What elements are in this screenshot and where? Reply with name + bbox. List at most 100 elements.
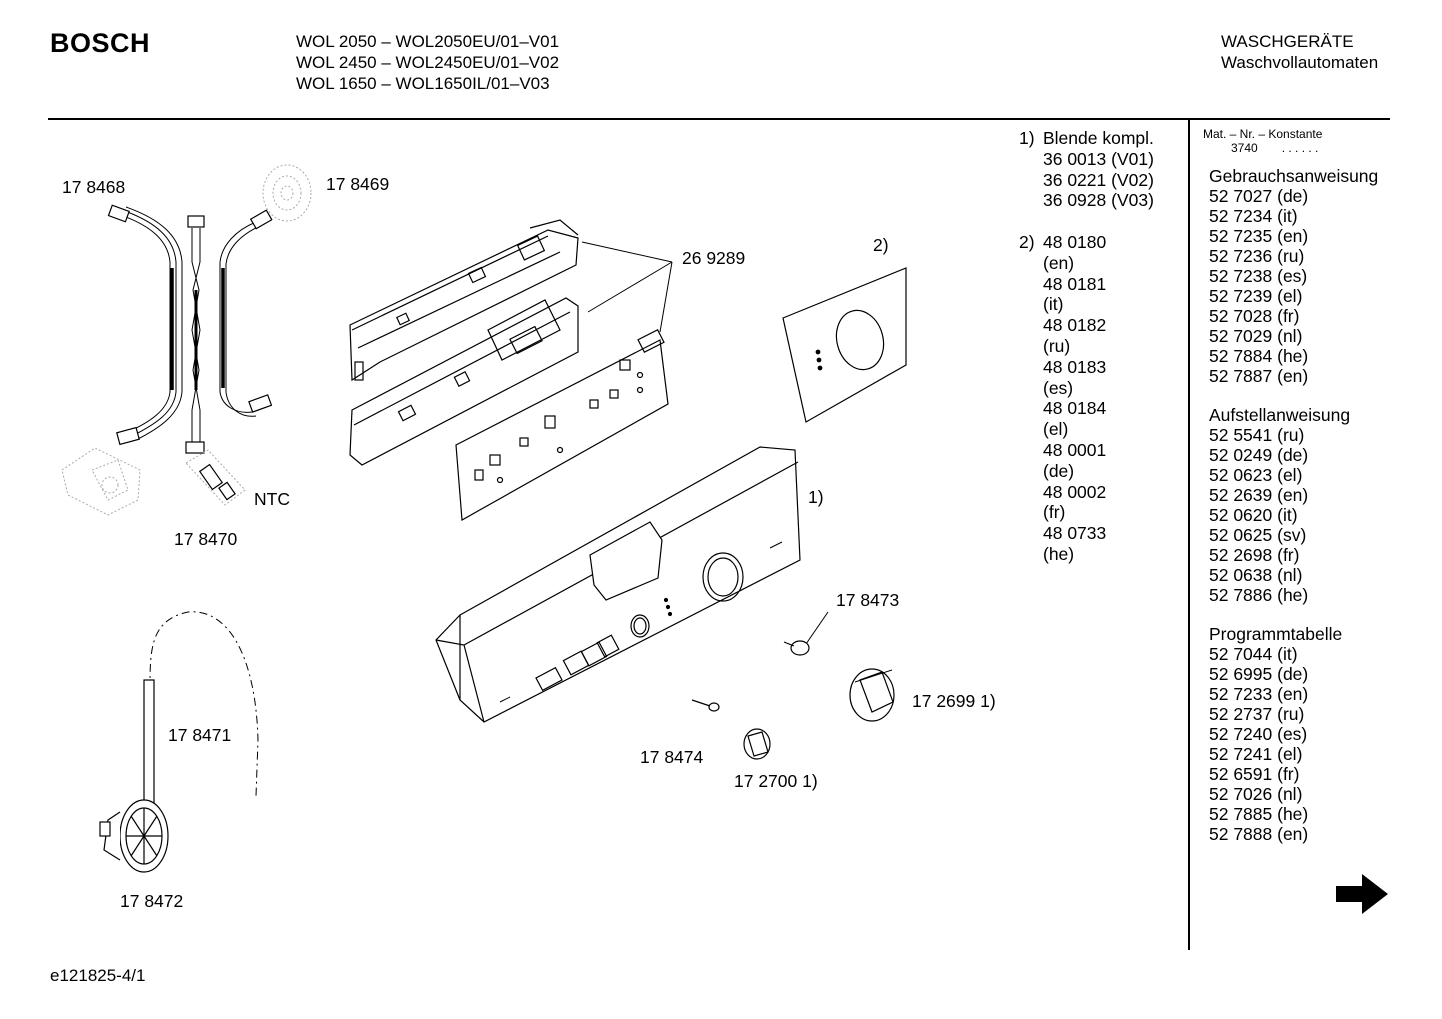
note-2-item: (es) <box>1043 377 1074 398</box>
part-label-178469: 17 8469 <box>326 174 390 194</box>
section-title: Gebrauchsanweisung <box>1209 166 1379 186</box>
category-title: WASCHGERÄTE <box>1221 32 1354 51</box>
note-2-item: (en) <box>1043 252 1075 273</box>
pressure-switch <box>99 799 169 873</box>
note-1: Blende kompl. 36 0013 (V01) 36 0221 (V02… <box>1043 128 1154 211</box>
list-item: 52 6591 (fr) <box>1209 764 1300 784</box>
list-item: 52 7241 (el) <box>1209 744 1303 764</box>
control-module-lower <box>349 297 579 466</box>
list-item: 52 7886 (he) <box>1209 585 1309 605</box>
model-line: WOL 2450 – WOL2450EU/01–V02 <box>296 53 560 72</box>
model-line: WOL 2050 – WOL2050EU/01–V01 <box>296 32 560 51</box>
note-1-item: 36 0221 (V02) <box>1043 169 1154 190</box>
note-1-item: 36 0928 (V03) <box>1043 190 1154 211</box>
section-gebrauchsanweisung: Gebrauchsanweisung 52 7027 (de) 52 7234 … <box>1209 166 1378 386</box>
part-label-178472: 17 8472 <box>120 891 184 911</box>
small-knob <box>743 728 771 760</box>
list-item: 52 5541 (ru) <box>1209 425 1305 445</box>
note-2-item: 48 0181 <box>1043 273 1107 294</box>
list-item: 52 7240 (es) <box>1209 724 1308 744</box>
list-item: 52 7026 (nl) <box>1209 784 1303 804</box>
note-2-item: 48 0182 <box>1043 315 1107 336</box>
list-item: 52 0638 (nl) <box>1209 565 1303 585</box>
leader-lines <box>581 241 673 333</box>
note-2-item: 48 0183 <box>1043 356 1107 377</box>
pressure-tube <box>143 679 155 807</box>
cable-harness-center <box>185 215 205 454</box>
model-list: WOL 2050 – WOL2050EU/01–V01 WOL 2450 – W… <box>296 31 559 94</box>
list-item: 52 7233 (en) <box>1209 684 1309 704</box>
note-2-item: 48 0002 <box>1043 481 1107 502</box>
control-module-upper <box>349 219 579 382</box>
list-item: 52 7044 (it) <box>1209 644 1298 664</box>
cable-harness-left <box>107 204 183 446</box>
material-constant: Mat. – Nr. – Konstante 3740. . . . . . <box>1203 127 1322 155</box>
list-item: 52 7238 (es) <box>1209 266 1308 286</box>
sidebar-divider <box>1188 120 1190 950</box>
note-2-item: (fr) <box>1043 502 1066 523</box>
header-divider <box>48 118 1390 120</box>
list-item: 52 0625 (sv) <box>1209 525 1307 545</box>
part-label-178471: 17 8471 <box>168 725 232 745</box>
material-constant-value: 3740. . . . . . <box>1203 141 1322 155</box>
pump-ghost-bottom <box>61 447 141 516</box>
note-1-title: Blende kompl. <box>1043 128 1154 148</box>
section-title: Aufstellanweisung <box>1209 405 1351 425</box>
category: WASCHGERÄTE Waschvollautomaten <box>1221 31 1378 73</box>
list-item: 52 2698 (fr) <box>1209 545 1300 565</box>
note-2-item: (it) <box>1043 294 1064 315</box>
part-label-178474: 17 8474 <box>640 747 704 767</box>
pump-ghost-top <box>262 164 312 222</box>
list-item: 52 0249 (de) <box>1209 445 1309 465</box>
lamp-part-178473 <box>783 611 829 656</box>
part-label-1: 1) <box>808 487 824 507</box>
note-1-item: 36 0013 (V01) <box>1043 148 1154 169</box>
list-item: 52 7885 (he) <box>1209 804 1309 824</box>
pin-part-178474 <box>691 699 720 712</box>
list-item: 52 7887 (en) <box>1209 366 1309 386</box>
list-item: 52 7029 (nl) <box>1209 326 1303 346</box>
list-item: 52 6995 (de) <box>1209 664 1309 684</box>
ntc-sensor <box>185 449 246 506</box>
part-label-178468: 17 8468 <box>62 177 126 197</box>
part-label-172700: 17 2700 1) <box>734 771 818 791</box>
list-item: 52 0623 (el) <box>1209 465 1303 485</box>
note-2-item: (ru) <box>1043 335 1071 356</box>
pressure-hose <box>149 611 259 797</box>
material-constant-label: Mat. – Nr. – Konstante <box>1203 127 1323 141</box>
material-constant-dots: . . . . . . <box>1281 141 1319 155</box>
part-label-2: 2) <box>873 235 889 255</box>
program-knob <box>849 668 895 722</box>
list-item: 52 7888 (en) <box>1209 824 1309 844</box>
category-subtitle: Waschvollautomaten <box>1221 53 1379 72</box>
part-label-178470: 17 8470 <box>174 529 238 549</box>
section-programmtabelle: Programmtabelle 52 7044 (it) 52 6995 (de… <box>1209 624 1342 844</box>
list-item: 52 7884 (he) <box>1209 346 1309 366</box>
note-2-item: (el) <box>1043 419 1069 440</box>
section-aufstellanweisung: Aufstellanweisung 52 5541 (ru) 52 0249 (… <box>1209 405 1350 605</box>
list-item: 52 0620 (it) <box>1209 505 1298 525</box>
note-2-label: 2) <box>1019 232 1035 252</box>
list-item: 52 7028 (fr) <box>1209 306 1300 326</box>
part-label-178473: 17 8473 <box>836 590 900 610</box>
part-label-172699: 17 2699 1) <box>912 691 996 711</box>
list-item: 52 7234 (it) <box>1209 206 1298 226</box>
document-code: e121825-4/1 <box>50 966 146 985</box>
note-2-item: 48 0001 <box>1043 439 1107 460</box>
label-sheet <box>782 267 907 423</box>
arrow-right-icon[interactable] <box>1334 872 1390 916</box>
cable-harness-right <box>219 209 273 417</box>
note-2-item: (de) <box>1043 460 1075 481</box>
list-item: 52 7236 (ru) <box>1209 246 1305 266</box>
part-label-269289: 26 9289 <box>682 248 746 268</box>
note-2-item: (he) <box>1043 543 1075 564</box>
list-item: 52 2639 (en) <box>1209 485 1309 505</box>
list-item: 52 7235 (en) <box>1209 226 1309 246</box>
note-1-label: 1) <box>1019 128 1035 148</box>
list-item: 52 2737 (ru) <box>1209 704 1305 724</box>
brand-logo: BOSCH <box>50 28 151 58</box>
list-item: 52 7239 (el) <box>1209 286 1303 306</box>
list-item: 52 7027 (de) <box>1209 186 1309 206</box>
note-2: 48 0180 (en) 48 0181 (it) 48 0182 (ru) 4… <box>1043 232 1106 565</box>
